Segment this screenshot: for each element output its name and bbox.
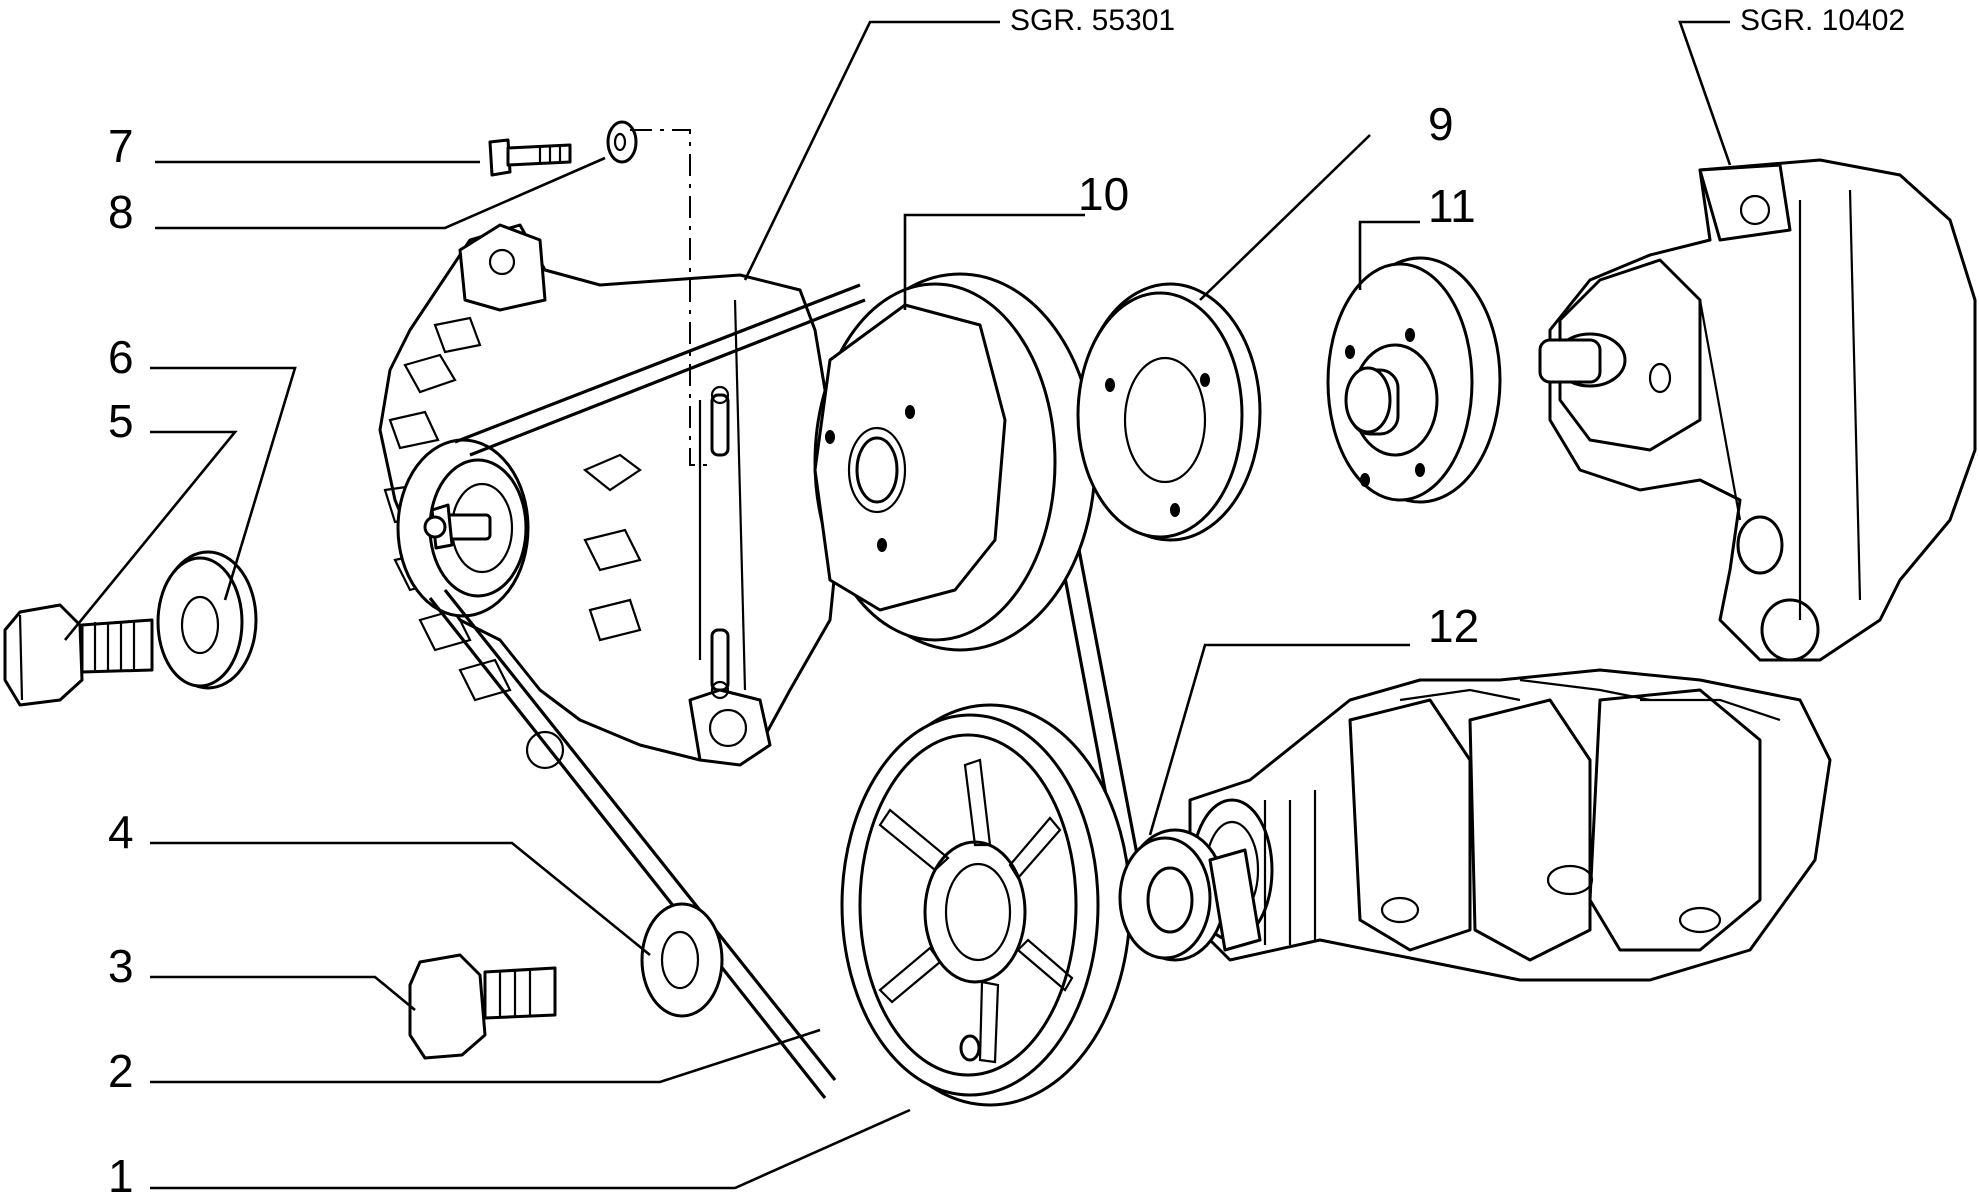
reference-sgr-55301: SGR. 55301 — [1010, 4, 1175, 37]
pulley-spacer — [1076, 282, 1262, 542]
alignment-line — [630, 129, 710, 466]
callout-1: 1 — [108, 1150, 134, 1197]
washer-8 — [606, 120, 638, 164]
washer-4 — [640, 902, 724, 1018]
callout-10: 10 — [1078, 168, 1129, 220]
bolt-7 — [488, 138, 572, 177]
water-pump-body — [1538, 158, 1977, 662]
callout-4: 4 — [108, 806, 134, 858]
callout-7: 7 — [108, 120, 134, 172]
callout-12: 12 — [1428, 600, 1479, 652]
callout-6: 6 — [108, 331, 134, 383]
callout-8: 8 — [108, 186, 134, 238]
bolt-3 — [408, 953, 557, 1060]
callout-3: 3 — [108, 940, 134, 992]
leader-lines — [63, 20, 1732, 1190]
washer-6 — [156, 550, 258, 690]
crankshaft — [1188, 668, 1832, 982]
callout-5: 5 — [108, 395, 134, 447]
crankshaft-washer — [1118, 828, 1262, 962]
water-pump-pulley — [813, 272, 1097, 652]
alternator — [378, 223, 842, 770]
bolt-5 — [3, 603, 154, 707]
callout-2: 2 — [108, 1045, 134, 1097]
callout-9: 9 — [1428, 98, 1454, 150]
reference-sgr-10402: SGR. 10402 — [1740, 4, 1905, 37]
crankshaft-pulley — [840, 703, 1132, 1107]
callout-11: 11 — [1428, 180, 1476, 232]
pump-hub — [1326, 256, 1502, 504]
